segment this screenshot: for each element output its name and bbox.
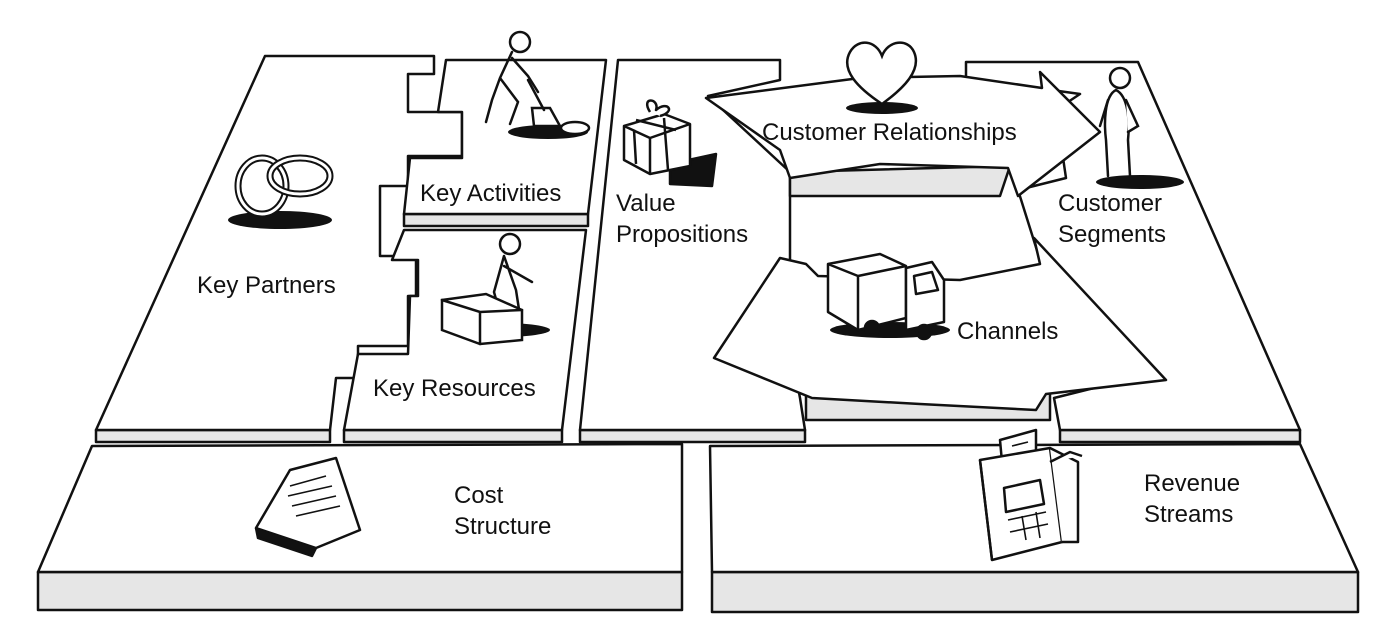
- channels-label: Channels: [957, 318, 1059, 345]
- invoice-paper-icon: [254, 456, 362, 558]
- interlocked-rings-icon: [228, 154, 334, 229]
- revenue-streams-label-line1: Revenue: [1144, 470, 1241, 497]
- key-partners-block: [94, 54, 464, 444]
- cash-register-icon: [978, 428, 1083, 562]
- customer-relationships-label: Customer Relationships: [762, 119, 1017, 146]
- customer-segments-label-line2: Segments: [1058, 221, 1167, 248]
- revenue-streams-label-line2: Streams: [1144, 501, 1234, 528]
- person-with-boxes-icon: [440, 232, 550, 346]
- standing-person-icon: [1096, 66, 1184, 189]
- key-partners-label: Key Partners: [197, 272, 336, 299]
- customer-relationships-arrow: [704, 70, 1102, 198]
- customer-segments-block: [964, 60, 1302, 444]
- cost-structure-label-line1: Cost: [454, 482, 504, 509]
- cost-structure-label-line2: Structure: [454, 513, 552, 540]
- value-propositions-label-line2: Propositions: [616, 221, 749, 248]
- cost-structure-block: [36, 442, 684, 612]
- key-activities-block: [402, 58, 608, 228]
- key-activities-label: Key Activities: [420, 180, 562, 207]
- key-resources-label: Key Resources: [373, 375, 536, 402]
- person-digging-icon: [484, 30, 591, 139]
- customer-segments-label-line1: Customer: [1058, 190, 1163, 217]
- heart-icon: [845, 41, 918, 114]
- value-propositions-label-line1: Value: [616, 190, 676, 217]
- gift-box-icon: [622, 99, 718, 188]
- delivery-truck-icon: [826, 252, 950, 341]
